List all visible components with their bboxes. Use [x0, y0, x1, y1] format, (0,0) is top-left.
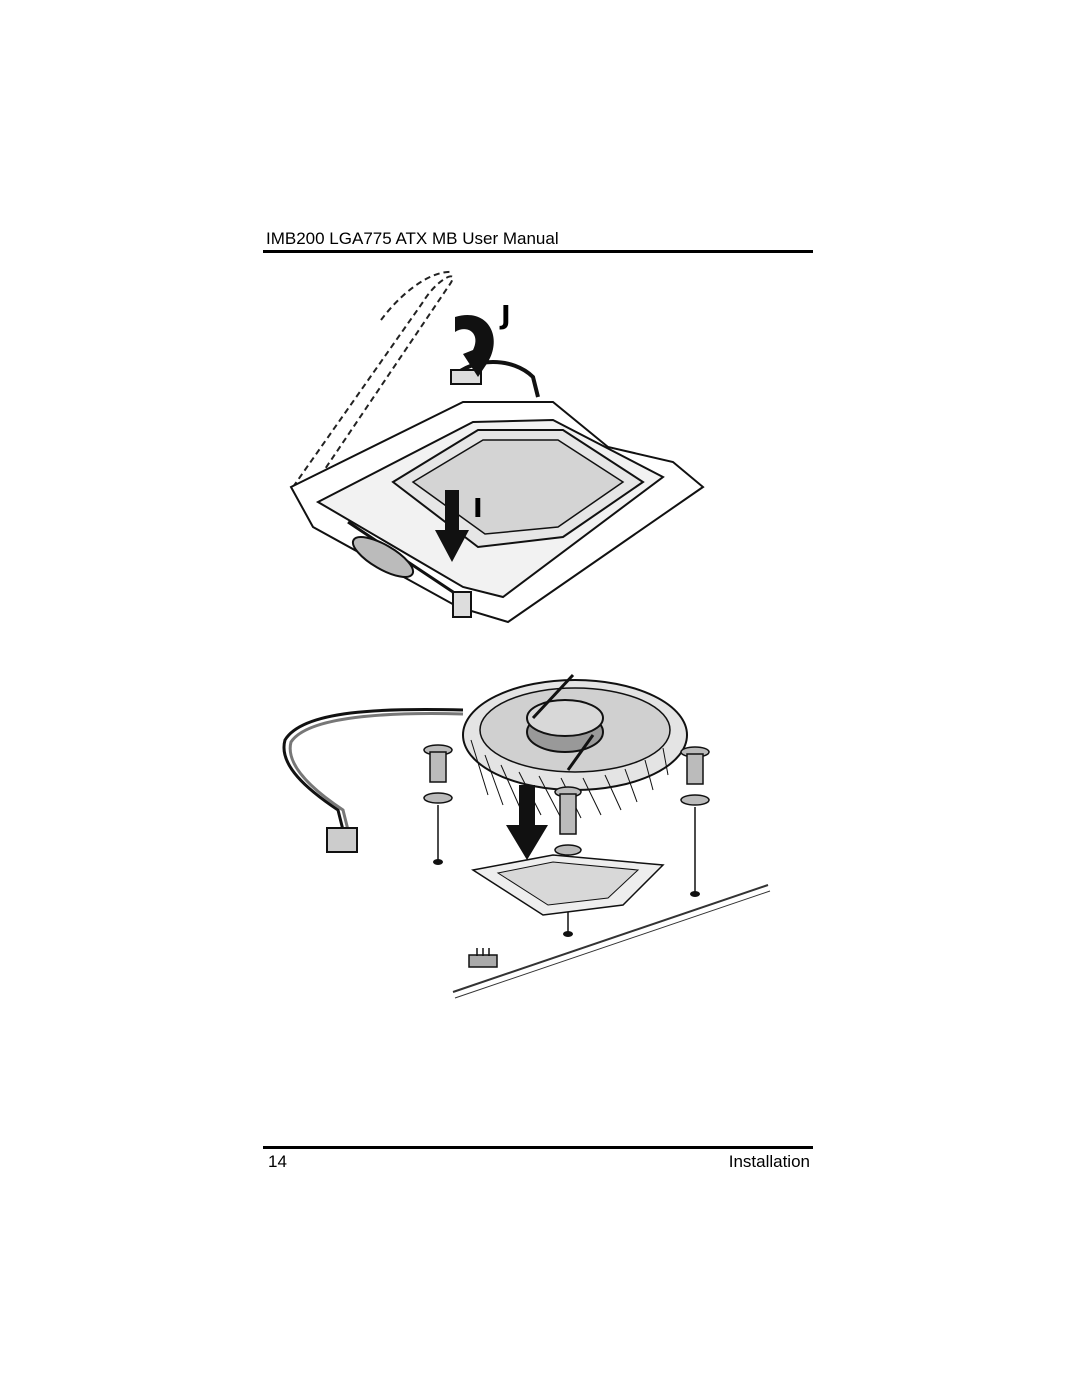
- cpu-socket-illustration: J I: [263, 262, 813, 637]
- cpu-fan-heatsink-illustration: [263, 670, 813, 1000]
- manual-title: IMB200 LGA775 ATX MB User Manual: [266, 229, 559, 248]
- section-name: Installation: [728, 1152, 810, 1171]
- footer-rule: [263, 1146, 813, 1149]
- header-rule: [263, 250, 813, 253]
- page-number: 14: [268, 1152, 287, 1171]
- step-i-label: I: [473, 494, 483, 524]
- step-j-label: J: [499, 301, 511, 331]
